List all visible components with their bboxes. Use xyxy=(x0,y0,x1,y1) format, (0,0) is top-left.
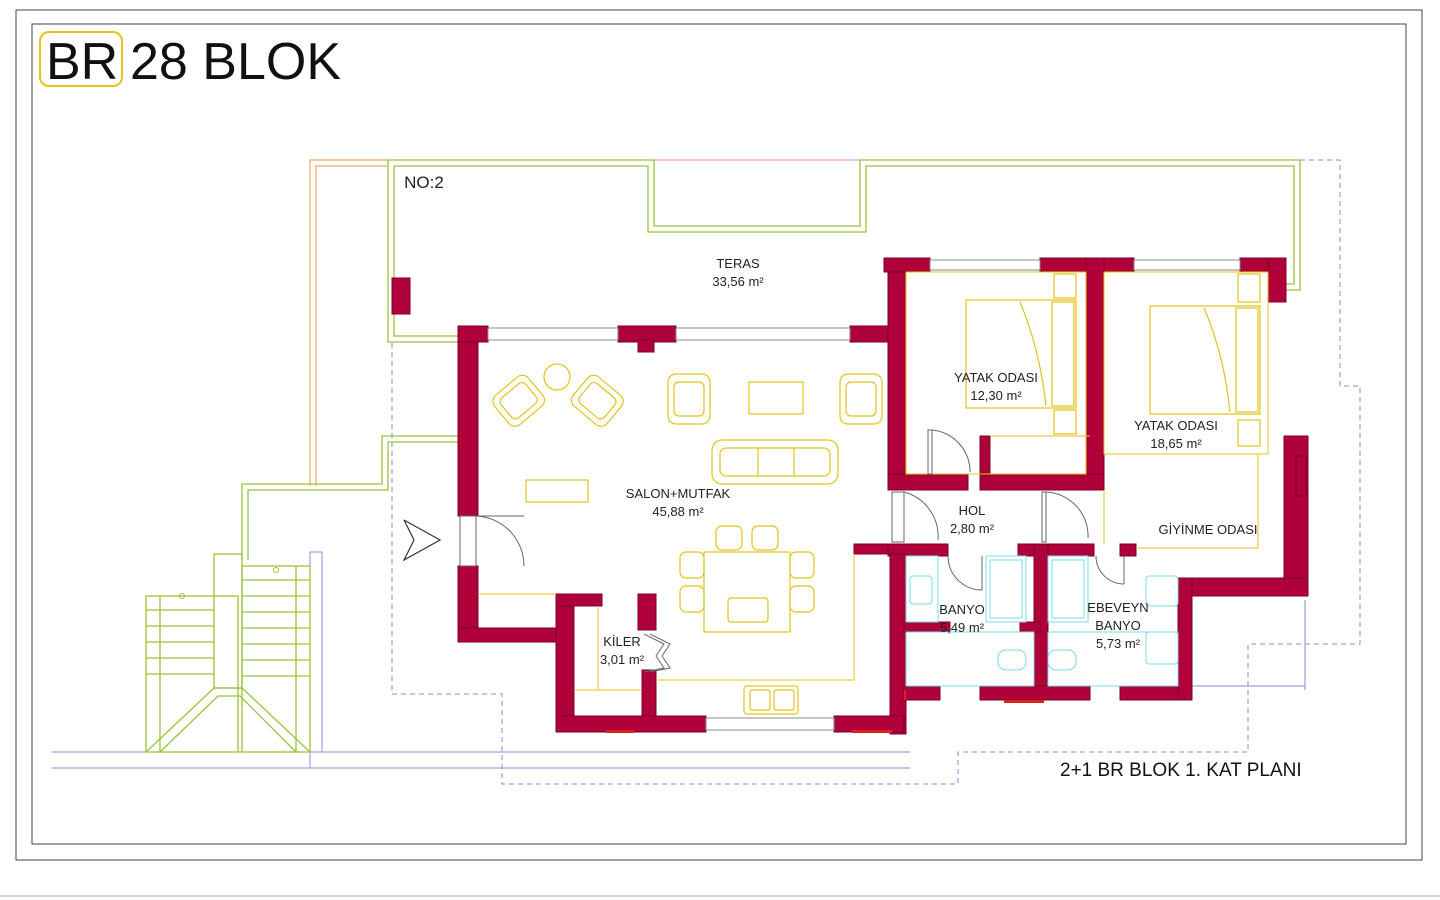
room-labels: NO:2 TERAS 33,56 m² YATAK ODASI 12,30 m²… xyxy=(404,173,1302,781)
teras-label: TERAS xyxy=(716,256,760,271)
unit-number: NO:2 xyxy=(404,173,444,192)
kiler-area: 3,01 m² xyxy=(600,652,645,667)
bathroom-fixtures xyxy=(905,555,1179,687)
title-block: BR 28 BLOK xyxy=(39,31,341,91)
hol-label: HOL xyxy=(959,503,986,518)
yatak2-area: 18,65 m² xyxy=(1150,436,1202,451)
ebeveyn-area: 5,73 m² xyxy=(1096,636,1141,651)
terrace-railing xyxy=(241,159,1301,560)
title-br: BR xyxy=(46,33,118,91)
teras-area: 33,56 m² xyxy=(712,274,764,289)
title-block-name: 28 BLOK xyxy=(130,33,341,91)
bedroom-furniture xyxy=(965,273,1261,447)
ebeveyn-label: EBEVEYN xyxy=(1087,600,1148,615)
plan-label: 2+1 BR BLOK 1. KAT PLANI xyxy=(1060,760,1302,781)
staircase xyxy=(145,553,311,753)
banyo-label: BANYO xyxy=(939,602,985,617)
yatak2-label: YATAK ODASI xyxy=(1134,418,1218,433)
windows xyxy=(487,259,1241,731)
yatak1-area: 12,30 m² xyxy=(970,388,1022,403)
living-furniture xyxy=(492,363,883,715)
giyinme-label: GİYİNME ODASI xyxy=(1159,522,1258,537)
salon-label: SALON+MUTFAK xyxy=(626,486,731,501)
inner-frame xyxy=(31,23,1407,845)
ground-lines xyxy=(52,551,910,769)
outer-frame xyxy=(15,9,1423,861)
doors xyxy=(459,429,1125,673)
site-outline xyxy=(391,159,1361,785)
hol-area: 2,80 m² xyxy=(950,521,995,536)
banyo-area: 5,49 m² xyxy=(940,620,985,635)
title-br-box xyxy=(39,31,123,87)
yatak1-label: YATAK ODASI xyxy=(954,370,1038,385)
entrance-arrow-icon xyxy=(402,519,442,562)
interior-lines xyxy=(478,271,1269,691)
walls xyxy=(391,257,1309,735)
terrace-parapet xyxy=(309,159,860,486)
salon-area: 45,88 m² xyxy=(652,504,704,519)
ebeveyn-banyo-label: BANYO xyxy=(1095,618,1141,633)
kiler-label: KİLER xyxy=(603,634,641,649)
